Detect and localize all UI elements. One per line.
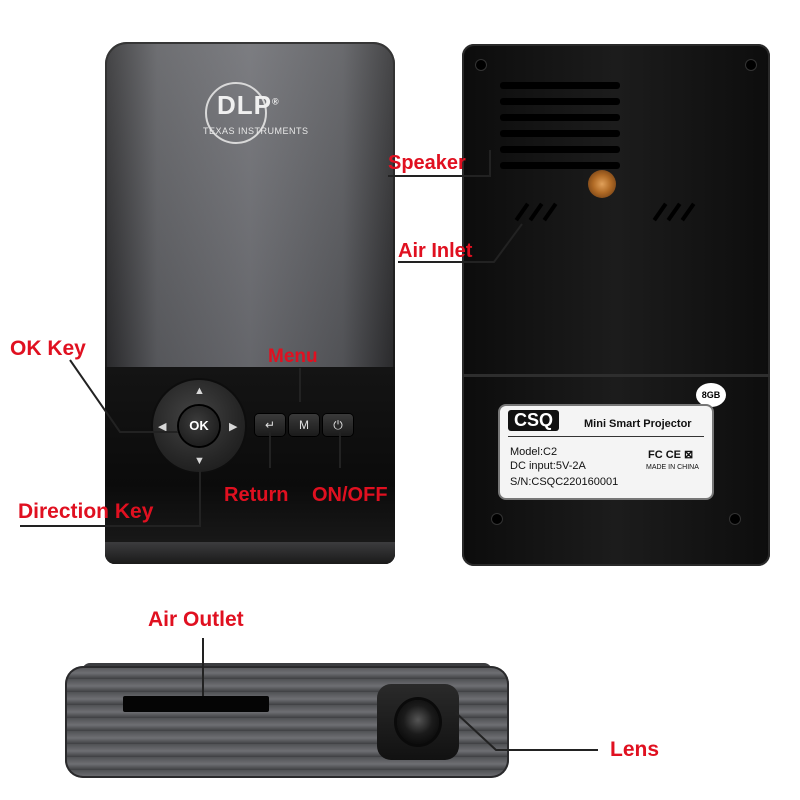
speaker-label: Speaker — [388, 152, 466, 174]
made-in-text: MADE IN CHINA — [646, 464, 699, 471]
serial-number-text: S/N:CSQC220160001 — [510, 476, 619, 488]
front-control-panel — [105, 367, 395, 564]
menu-button[interactable]: M — [289, 414, 319, 436]
direction-right-icon[interactable]: ▶ — [229, 421, 238, 433]
projector-front-view: DLP® TEXAS INSTRUMENTS ▲ ▼ ◀ ▶ OK ↵ M ⏻ — [105, 42, 395, 564]
certification-marks: FC CE ⊠ — [648, 449, 694, 461]
direction-up-icon[interactable]: ▲ — [194, 385, 205, 397]
power-button[interactable]: ⏻ — [323, 414, 353, 436]
projector-side-view — [65, 666, 509, 778]
ok-key-leader — [69, 359, 178, 433]
projector-back-view: 8GB CSQ Mini Smart Projector Model:C2 DC… — [462, 44, 770, 566]
front-lower-edge — [105, 542, 395, 564]
front-top-panel: DLP® TEXAS INSTRUMENTS — [105, 42, 395, 367]
dlp-logo-text: DLP® — [217, 90, 280, 120]
ok-key-label: OK Key — [10, 337, 86, 360]
return-button[interactable]: ↵ — [255, 414, 285, 436]
product-label-card: CSQ Mini Smart Projector Model:C2 DC inp… — [498, 404, 714, 500]
screw-top-right — [746, 60, 756, 70]
screw-bottom-left — [492, 514, 502, 524]
projector-lens — [397, 700, 439, 744]
lens-leader — [454, 711, 598, 751]
air-outlet-label: Air Outlet — [148, 608, 244, 631]
screw-top-left — [476, 60, 486, 70]
product-name: Mini Smart Projector — [584, 418, 692, 430]
air-inlet-label: Air Inlet — [398, 240, 473, 262]
texas-instruments-text: TEXAS INSTRUMENTS — [203, 126, 309, 136]
direction-key-label: Direction Key — [18, 500, 154, 523]
air-outlet-slot — [123, 696, 269, 712]
model-text: Model:C2 — [510, 446, 558, 458]
air-inlet-leader — [398, 223, 523, 263]
on-off-label: ON/OFF — [312, 484, 388, 506]
dlp-logo-ring — [205, 82, 267, 144]
back-panel-seam — [462, 374, 770, 377]
direction-key-leader — [20, 470, 201, 527]
tripod-mount — [588, 170, 616, 198]
lens-label: Lens — [610, 738, 660, 761]
dc-input-text: DC input:5V-2A — [510, 460, 586, 472]
direction-left-icon[interactable]: ◀ — [158, 421, 167, 433]
menu-label: Menu — [268, 346, 318, 367]
label-divider — [508, 436, 704, 437]
return-label: Return — [224, 484, 289, 506]
storage-badge: 8GB — [696, 383, 726, 407]
screw-bottom-right — [730, 514, 740, 524]
speaker-leader — [388, 150, 491, 177]
direction-down-icon[interactable]: ▼ — [194, 455, 205, 467]
brand-logo: CSQ — [508, 410, 560, 431]
ok-button[interactable]: OK — [179, 406, 219, 446]
